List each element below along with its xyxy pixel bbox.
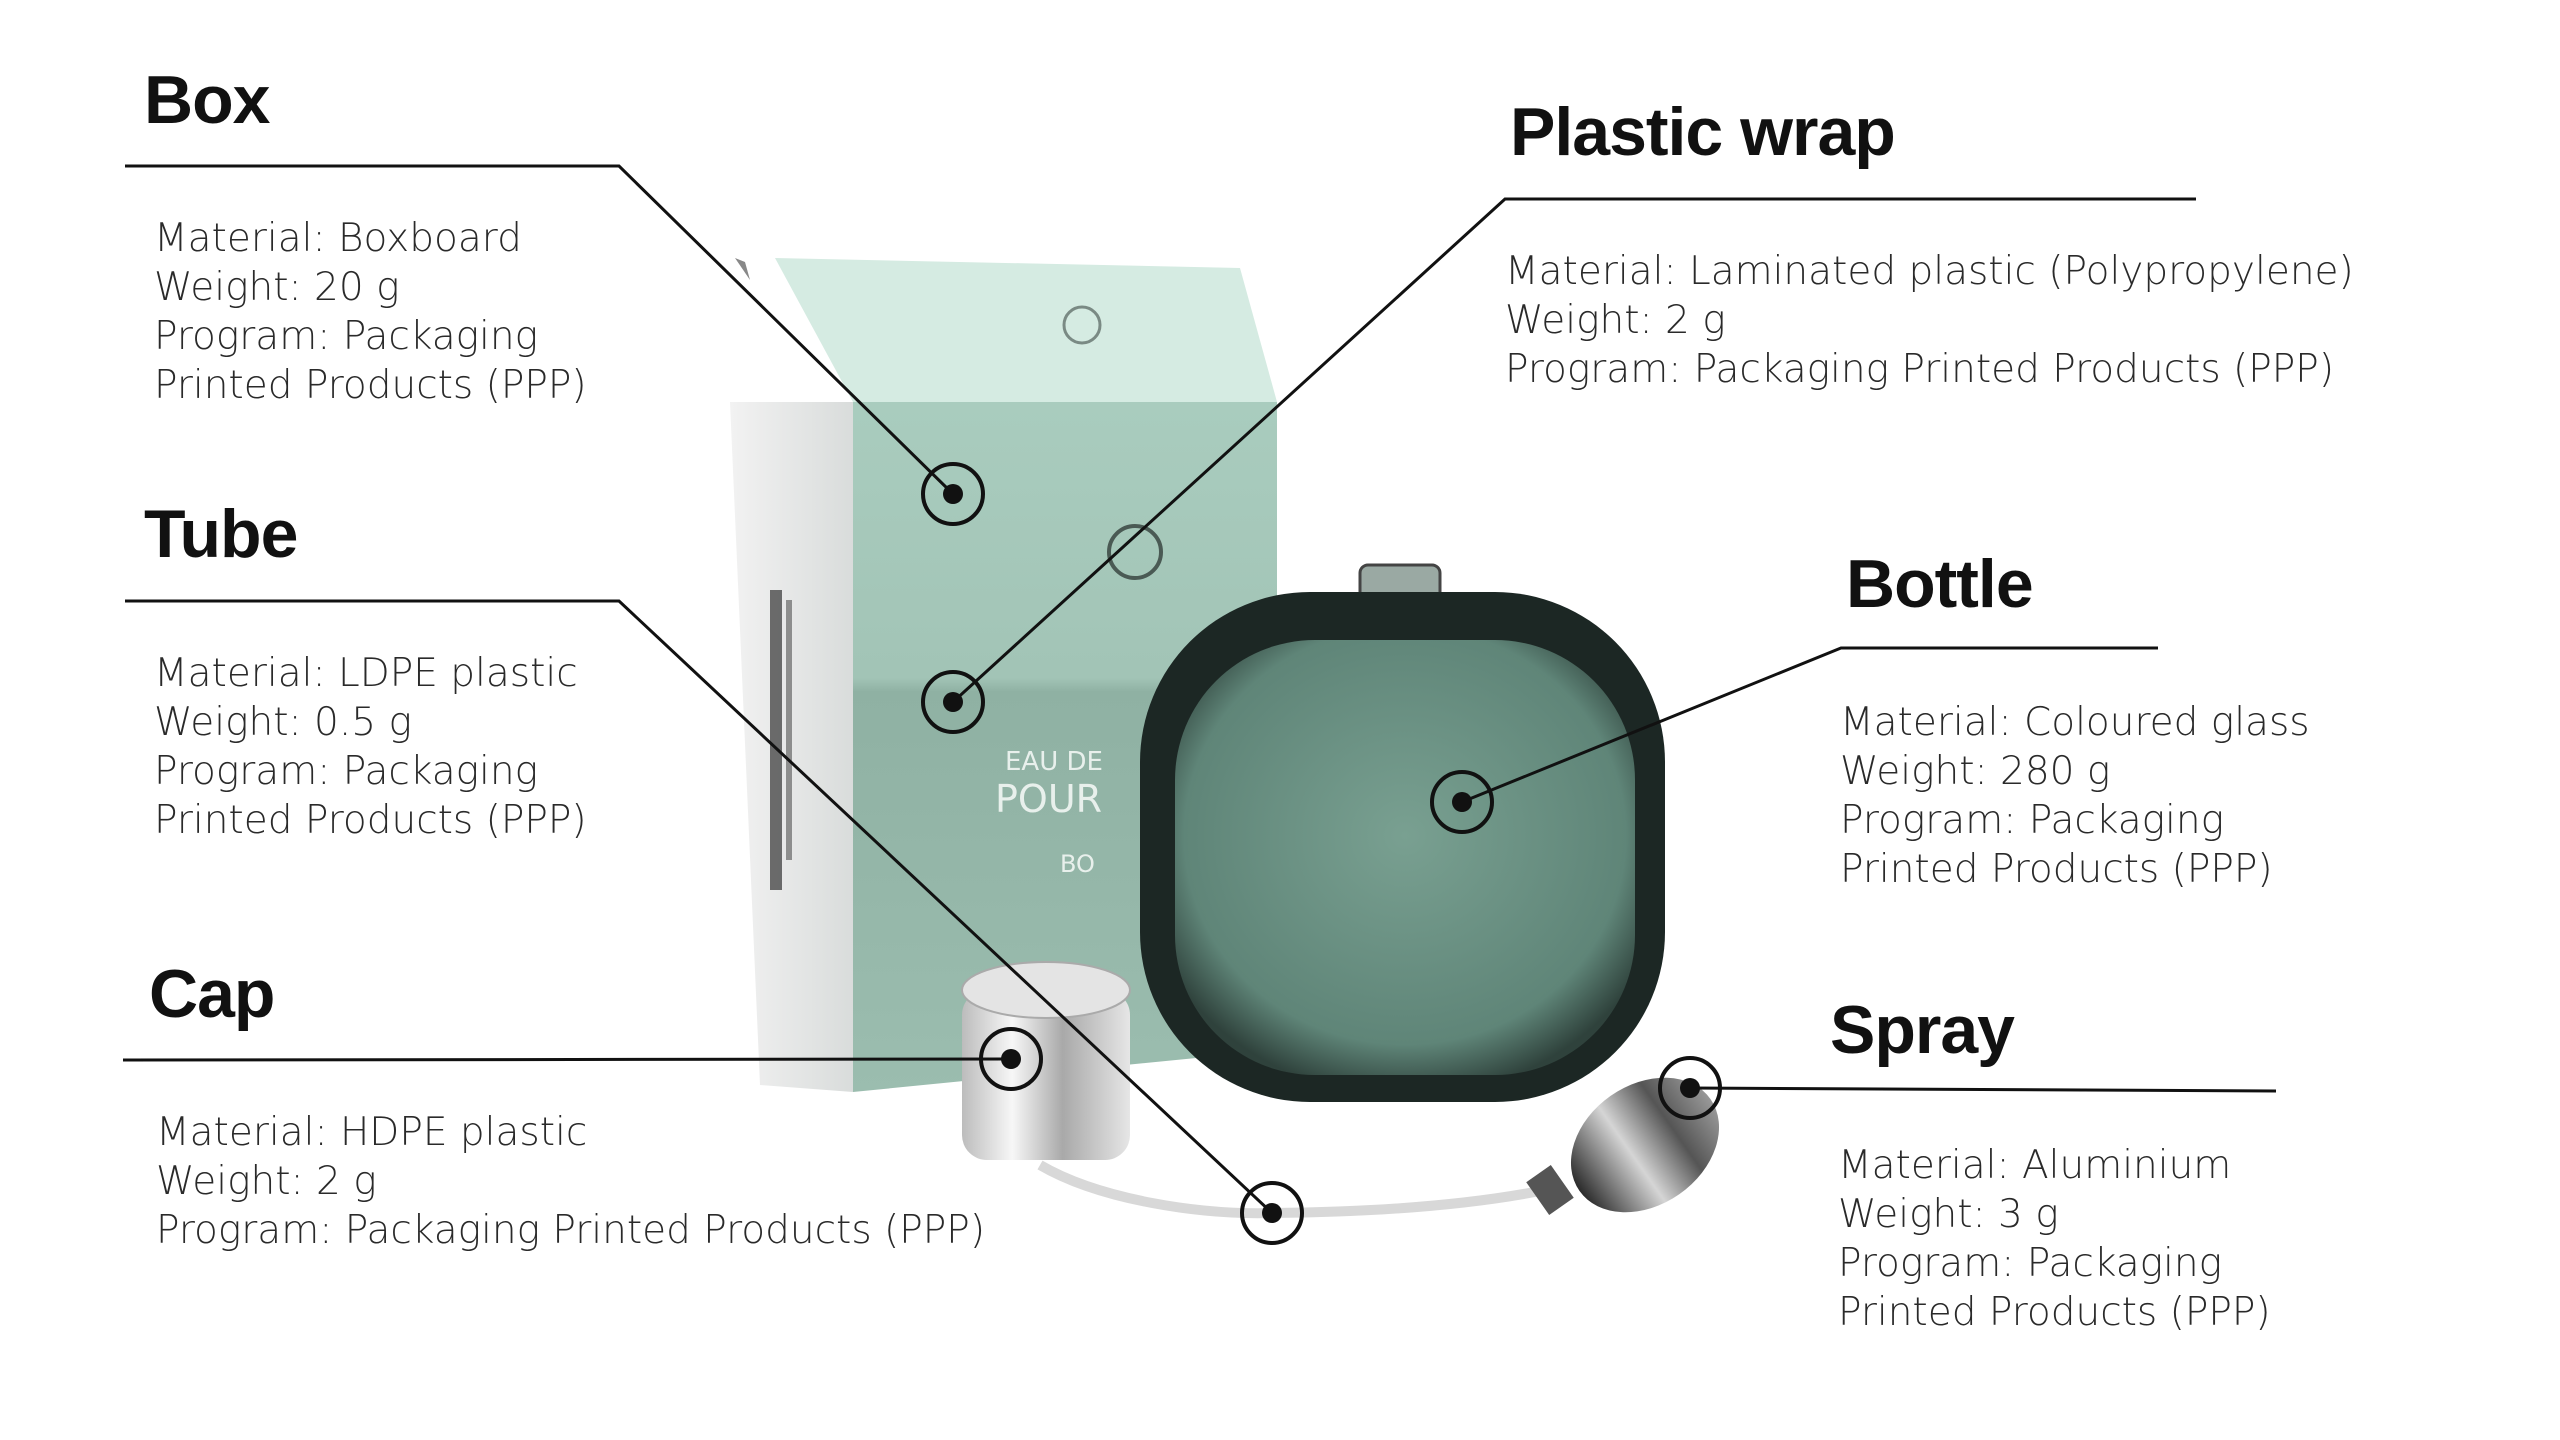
plastic-wrap-title: Plastic wrap: [1510, 94, 1896, 170]
crest-icon: [1062, 305, 1102, 345]
callout-lines: [122, 164, 2277, 1215]
bottle-callout-line: [1461, 646, 2158, 804]
box-marker: [921, 462, 985, 526]
spray-illustration: [1526, 1077, 1720, 1215]
plastic-wrap-marker: [921, 670, 985, 734]
spray-marker: [1658, 1056, 1722, 1120]
box-label-line1: EAU DE: [1005, 747, 1103, 777]
plastic-wrap-callout-line: [951, 197, 2196, 704]
box-weight: Weight: 20 g: [154, 265, 400, 310]
tube-callout-line: [125, 599, 1274, 1215]
spray-info: Material: Aluminium Weight: 3 g Program:…: [1838, 1141, 2271, 1337]
tube-info: Material: LDPE plastic Weight: 0.5 g Pro…: [154, 649, 587, 845]
spray-program: Program: Packaging: [1838, 1241, 2223, 1286]
box-program: Program: Packaging: [154, 314, 539, 359]
bottle-material: Material: Coloured glass: [1840, 700, 2310, 745]
plastic-wrap-weight: Weight: 2 g: [1505, 298, 1726, 343]
cap-title: Cap: [149, 956, 275, 1032]
cap-info: Material: HDPE plastic Weight: 2 g Progr…: [156, 1108, 985, 1255]
box-program-cont: Printed Products (PPP): [154, 363, 587, 408]
tube-program: Program: Packaging: [154, 749, 539, 794]
bottle-illustration: [1140, 563, 1665, 1102]
box-label-line3: BO: [1060, 850, 1095, 878]
box-callout-line: [125, 164, 955, 496]
box-label-line2: POUR: [995, 777, 1102, 821]
spray-program-cont: Printed Products (PPP): [1838, 1290, 2271, 1335]
cap-callout-line: [122, 1057, 1012, 1062]
tube-material: Material: LDPE plastic: [154, 651, 578, 696]
plastic-wrap-info: Material: Laminated plastic (Polypropyle…: [1505, 247, 2354, 394]
bottle-program: Program: Packaging: [1840, 798, 2225, 843]
box-material: Material: Boxboard: [154, 216, 522, 261]
box-info: Material: Boxboard Weight: 20 g Program:…: [154, 214, 587, 410]
crest-icon: [1107, 524, 1163, 580]
plastic-wrap-program: Program: Packaging Printed Products (PPP…: [1505, 347, 2335, 392]
plastic-wrap-material: Material: Laminated plastic (Polypropyle…: [1505, 249, 2354, 294]
tube-title: Tube: [144, 496, 298, 572]
bottle-marker: [1430, 770, 1494, 834]
callout-markers: [921, 462, 1722, 1245]
tube-weight: Weight: 0.5 g: [154, 700, 412, 745]
cap-weight: Weight: 2 g: [156, 1159, 377, 1204]
tube-marker: [1240, 1181, 1304, 1245]
cap-material: Material: HDPE plastic: [156, 1110, 588, 1155]
spray-callout-line: [1689, 1086, 2277, 1093]
cap-illustration: [961, 961, 1131, 1160]
cap-marker: [979, 1027, 1043, 1091]
cap-program: Program: Packaging Printed Products (PPP…: [156, 1208, 986, 1253]
tube-program-cont: Printed Products (PPP): [154, 798, 587, 843]
bottle-title: Bottle: [1846, 546, 2034, 622]
spray-material: Material: Aluminium: [1838, 1143, 2232, 1188]
bottle-program-cont: Printed Products (PPP): [1840, 847, 2273, 892]
bottle-info: Material: Coloured glass Weight: 280 g P…: [1840, 698, 2310, 894]
spray-title: Spray: [1830, 992, 2015, 1068]
box-label: EAU DE POUR BO: [995, 747, 1103, 878]
spray-weight: Weight: 3 g: [1838, 1192, 2059, 1237]
box-title: Box: [144, 62, 270, 138]
bottle-weight: Weight: 280 g: [1840, 749, 2111, 794]
